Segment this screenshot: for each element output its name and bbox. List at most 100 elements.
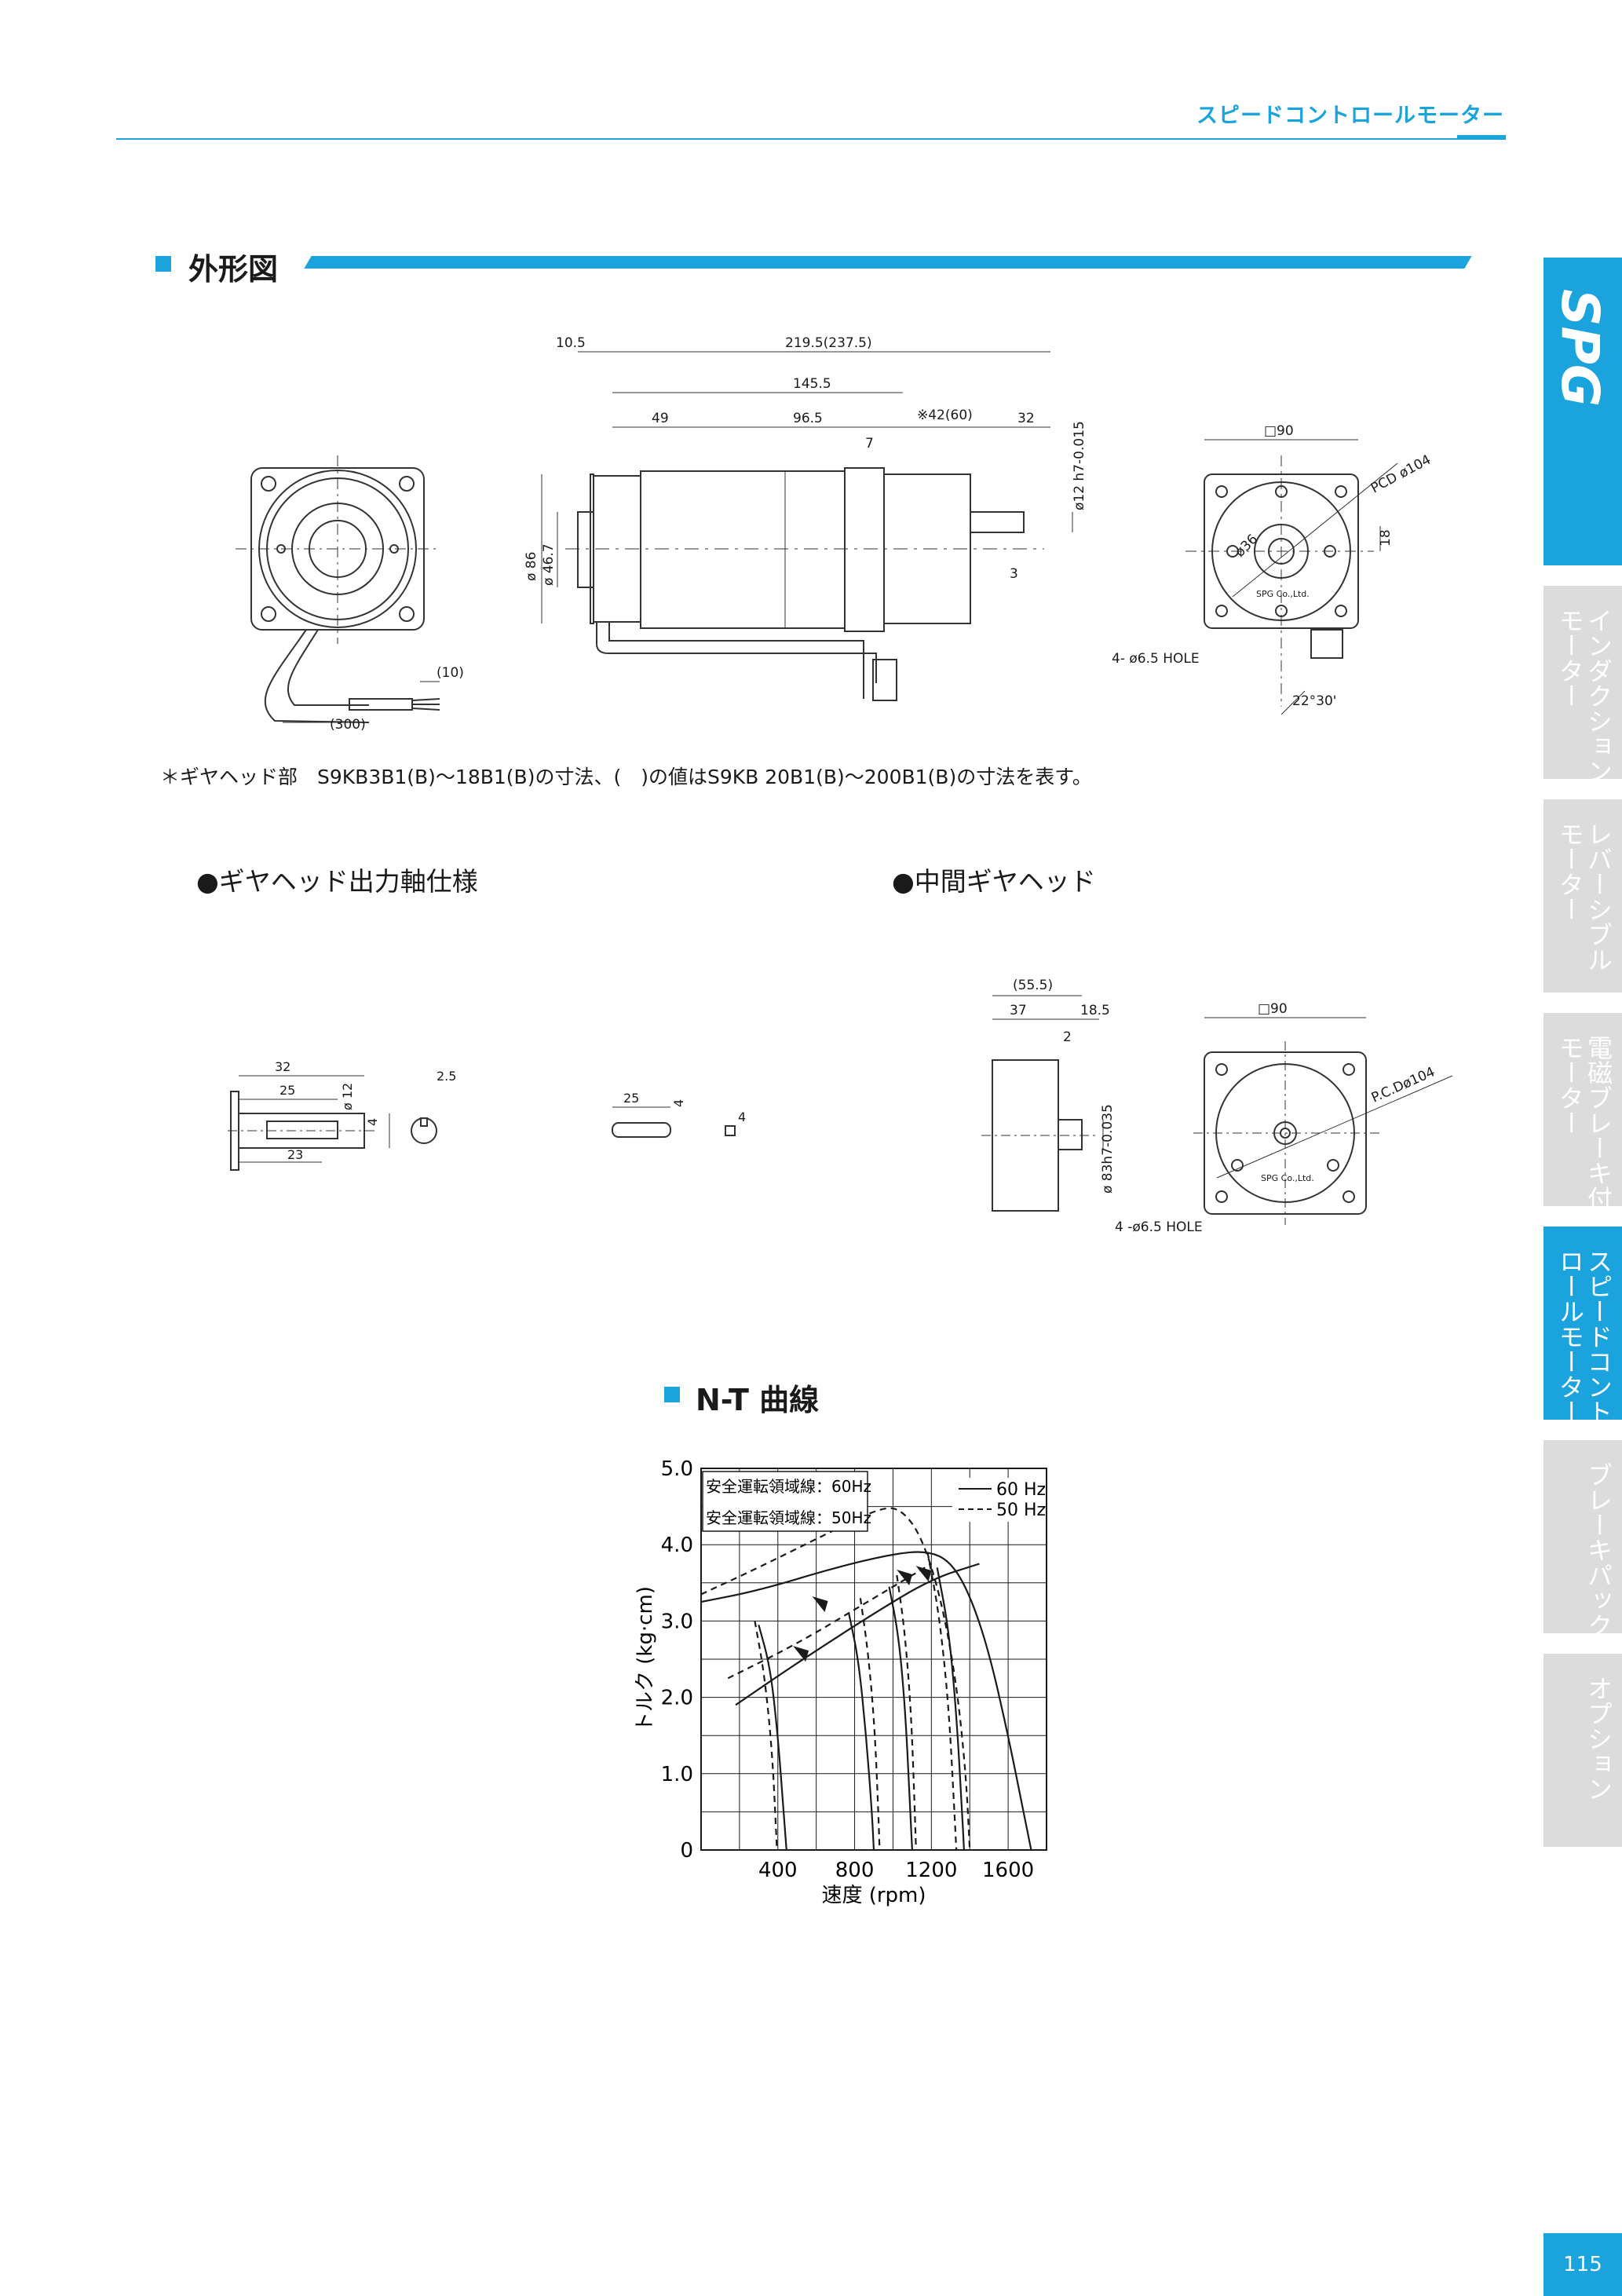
x-tick-label: 1600 [982, 1859, 1034, 1882]
shaft-dim-23: 23 [287, 1147, 303, 1162]
dim-32: 32 [1017, 411, 1035, 426]
series-speed-curve-dashed [896, 1574, 917, 1851]
sidebar-tab-induction[interactable]: インダクション モーター [1543, 586, 1622, 784]
y-tick-label: 2.0 [661, 1687, 693, 1710]
series-speed-curve-solid [758, 1624, 787, 1851]
dim-86: ø 86 [524, 552, 539, 581]
chart-arrow [793, 1646, 809, 1662]
key-dim-4b: 4 [738, 1110, 746, 1124]
subsection-shaft-title: ●ギヤヘッド出力軸仕様 [196, 866, 478, 897]
inter-dim-55: (55.5) [1013, 978, 1053, 993]
dim-12h7: ø12 h7-0.015 [1072, 421, 1087, 510]
x-tick-label: 400 [758, 1859, 798, 1882]
shaft-dim-12: ø 12 [340, 1083, 355, 1110]
series-safe-line-solid [735, 1563, 980, 1706]
series-speed-curve-dashed [754, 1621, 778, 1851]
dim-300: (300) [330, 717, 366, 733]
chart-arrow [812, 1596, 828, 1612]
chart-annotation-50hz: 安全運転領域線：50Hz [706, 1508, 871, 1527]
series-speed-curve-solid [848, 1613, 875, 1851]
dim-7: 7 [865, 436, 874, 452]
dim-10: (10) [437, 665, 464, 681]
shaft-dim-32: 32 [275, 1059, 290, 1074]
y-tick-label: 3.0 [661, 1610, 693, 1633]
series-speed-curve-solid [936, 1567, 965, 1851]
side-view [565, 467, 1044, 701]
brand-logo: SPG [1550, 289, 1610, 408]
chart-series [700, 1507, 1032, 1851]
header-title: スピードコントロールモーター [1196, 104, 1504, 128]
section-title-bar [304, 256, 1472, 269]
x-tick-label: 800 [835, 1859, 875, 1882]
intermediate-gearhead-drawing: (55.5) 37 18.5 2 ø 83h7-0.035 □90 P.C.Dø… [981, 978, 1453, 1235]
chart-annotation-box [702, 1471, 868, 1532]
sidebar-tab-brake-pack[interactable]: ブレーキパック [1543, 1440, 1622, 1638]
front-view [236, 455, 440, 723]
series-speed-curve-solid [888, 1586, 913, 1851]
chart-y-label: トルク (kg·cm) [634, 1586, 657, 1732]
series-torque-max-dashed [700, 1507, 971, 1851]
sidebar-tab-reversible[interactable]: レバーシブル モーター [1543, 799, 1622, 993]
y-tick-label: 5.0 [661, 1457, 693, 1481]
series-torque-max-solid [700, 1551, 1032, 1851]
legend-label-50hz: 50 Hz [996, 1501, 1046, 1520]
y-tick-label: 1.0 [661, 1763, 693, 1786]
key-dim-25: 25 [623, 1091, 639, 1106]
dim-49: 49 [652, 411, 669, 426]
sidebar-tab-label: レバーシブル モーター [1555, 821, 1613, 972]
header-rule [116, 138, 1506, 140]
shaft-dim-4: 4 [365, 1118, 380, 1126]
inter-dim-sq90: □90 [1258, 1001, 1288, 1017]
sidebar-tab-brake[interactable]: 電磁ブレーキ付 モーター [1543, 1013, 1622, 1211]
shaft-spec-drawing: 32 25 23 ø 12 4 2.5 25 4 4 [228, 1059, 746, 1171]
inter-dim-hole: 4 -ø6.5 HOLE [1115, 1219, 1203, 1235]
dim-angle: 22°30' [1292, 693, 1336, 709]
sidebar-tab-speed-control[interactable]: スピードコント ロールモーター [1543, 1227, 1622, 1424]
key-dim-4a: 4 [671, 1099, 686, 1107]
x-tick-label: 1200 [905, 1859, 957, 1882]
sidebar-tab-option[interactable]: オプション [1543, 1654, 1622, 1847]
inter-dim-pcd: P.C.Dø104 [1369, 1064, 1438, 1106]
shaft-dim-25: 25 [279, 1083, 295, 1098]
chart-arrow [915, 1566, 932, 1582]
series-safe-line-dashed [727, 1563, 932, 1680]
chart-ticks: 400 800 1200 1600 0 1.0 2.0 3.0 4.0 5.0 [661, 1457, 1035, 1882]
dimension-note: ＊ギヤヘッド部 S9KB3B1(B)～18B1(B)の寸法、( )の値はS9KB… [160, 766, 1092, 788]
sidebar-brand-tab: SPG [1543, 258, 1622, 565]
inter-maker-mark: SPG Co.,Ltd. [1261, 1173, 1314, 1183]
sidebar-tab-label: オプション [1584, 1676, 1613, 1801]
shaft-dim-2-5: 2.5 [437, 1069, 456, 1084]
chart-arrow [897, 1569, 913, 1585]
sidebar-tab-label: スピードコント ロールモーター [1555, 1249, 1613, 1424]
legend-label-60hz: 60 Hz [996, 1480, 1046, 1500]
maker-mark: SPG Co.,Ltd. [1256, 589, 1310, 599]
section-marker [155, 256, 171, 272]
inter-dim-37: 37 [1010, 1003, 1027, 1018]
y-tick-label: 4.0 [661, 1534, 693, 1557]
inter-dim-83: ø 83h7-0.035 [1100, 1104, 1116, 1194]
dim-219: 219.5(237.5) [785, 335, 872, 351]
dim-96: 96.5 [793, 411, 823, 426]
outline-drawing: 10.5 219.5(237.5) 145.5 49 96.5 ※42(60) … [236, 335, 1434, 733]
inter-dim-18: 18.5 [1080, 1003, 1110, 1018]
sidebar-tab-label: 電磁ブレーキ付 モーター [1555, 1035, 1613, 1211]
inter-dim-2: 2 [1063, 1029, 1072, 1045]
dim-pcd: PCD ø104 [1368, 452, 1434, 497]
dim-10-5: 10.5 [556, 335, 586, 351]
dim-18: 18 [1378, 529, 1394, 547]
chart-annotation-60hz: 安全運転領域線：60Hz [706, 1477, 871, 1496]
section-title-nt: N-T 曲線 [696, 1383, 820, 1417]
dim-46: ø 46.7 [541, 543, 557, 586]
chart-legend: 60 Hz 50 Hz [952, 1478, 1046, 1522]
subsection-intermediate-title: ●中間ギヤヘッド [892, 866, 1096, 897]
sidebar-tab-label: ブレーキパック [1584, 1462, 1613, 1638]
series-speed-curve-dashed [926, 1552, 958, 1851]
end-view [1185, 455, 1398, 715]
dim-42: ※42(60) [917, 408, 973, 423]
dim-sq90: □90 [1264, 423, 1294, 439]
section-marker [664, 1387, 680, 1402]
header-rule-accent [1457, 135, 1506, 140]
dim-hole: 4- ø6.5 HOLE [1112, 651, 1200, 667]
y-tick-label: 0 [680, 1839, 693, 1863]
